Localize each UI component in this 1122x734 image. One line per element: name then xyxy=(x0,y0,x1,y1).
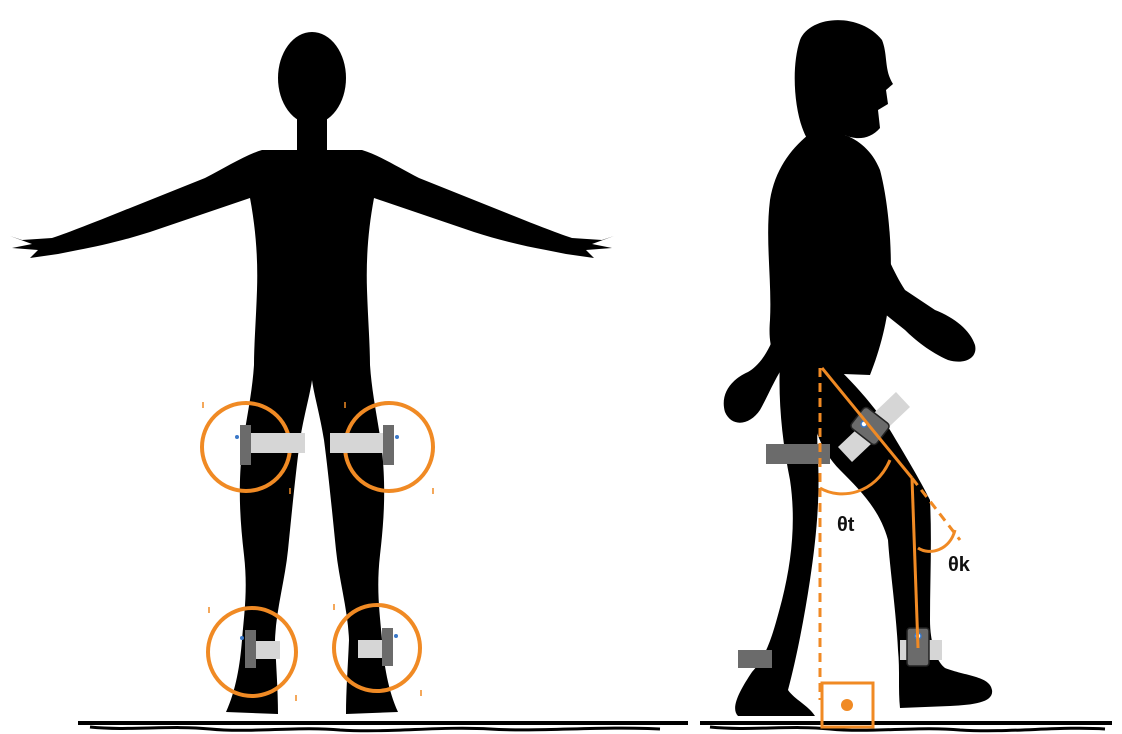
front-left-thigh-sensor-dot xyxy=(235,435,239,439)
ground-line-right xyxy=(700,723,1112,731)
ground-line-left xyxy=(78,723,688,731)
front-left-thigh-strap xyxy=(245,433,305,453)
front-right-thigh-sensor-dot xyxy=(395,435,399,439)
front-right-shank-imu-sensor-icon xyxy=(382,628,393,666)
front-tick-marks xyxy=(203,402,433,701)
side-back-ankle-band xyxy=(738,650,772,668)
front-right-thigh-strap xyxy=(330,433,390,453)
front-left-shank-sensor-dot xyxy=(240,636,244,640)
front-right-shank-sensor-dot xyxy=(394,634,398,638)
side-figure-silhouette xyxy=(724,20,992,716)
front-left-thigh-imu-sensor-icon xyxy=(240,425,251,465)
front-right-shank-strap xyxy=(358,640,386,658)
thigh-angle-label: θt xyxy=(837,514,855,536)
front-figure-silhouette xyxy=(10,32,614,714)
knee-angle-label: θk xyxy=(948,554,971,576)
foot-contact-marker xyxy=(822,683,873,727)
front-left-shank-imu-sensor-icon xyxy=(245,630,256,668)
front-right-thigh-imu-sensor-icon xyxy=(383,425,394,465)
